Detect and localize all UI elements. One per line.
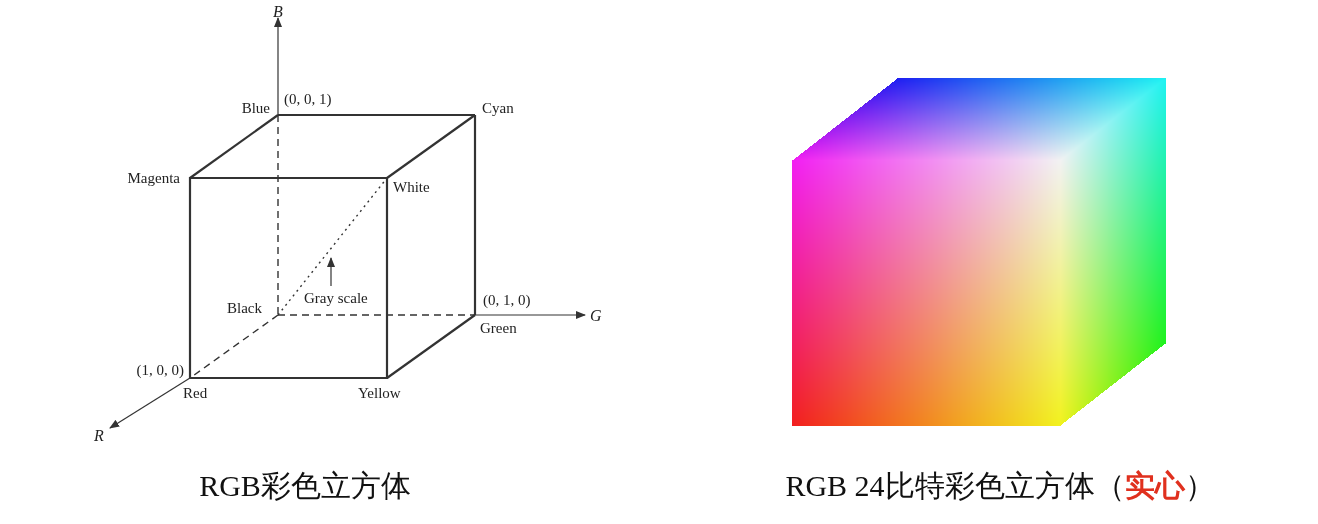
caption-highlight: 实心 bbox=[1125, 468, 1185, 504]
vertex-label: Green bbox=[480, 319, 517, 337]
vertex-label: Magenta bbox=[128, 169, 180, 187]
vertex-label: Cyan bbox=[482, 99, 514, 117]
coordinate-label: (1, 0, 0) bbox=[137, 361, 185, 379]
axis-label: R bbox=[94, 426, 104, 445]
axis-label: G bbox=[590, 306, 602, 325]
caption: ） bbox=[1185, 468, 1215, 504]
vertex-label: Blue bbox=[242, 99, 270, 117]
coordinate-label: (0, 1, 0) bbox=[483, 291, 531, 309]
vertex-label: Yellow bbox=[358, 384, 401, 402]
caption: RGB彩色立方体 bbox=[199, 468, 411, 504]
axis-label: B bbox=[273, 2, 283, 21]
vertex-label: Black bbox=[227, 299, 262, 317]
axis-note: Gray scale bbox=[304, 289, 368, 307]
coordinate-label: (0, 0, 1) bbox=[284, 90, 332, 108]
vertex-label: Red bbox=[183, 384, 207, 402]
caption: RGB 24比特彩色立方体（ bbox=[785, 468, 1124, 504]
vertex-label: White bbox=[393, 178, 430, 196]
